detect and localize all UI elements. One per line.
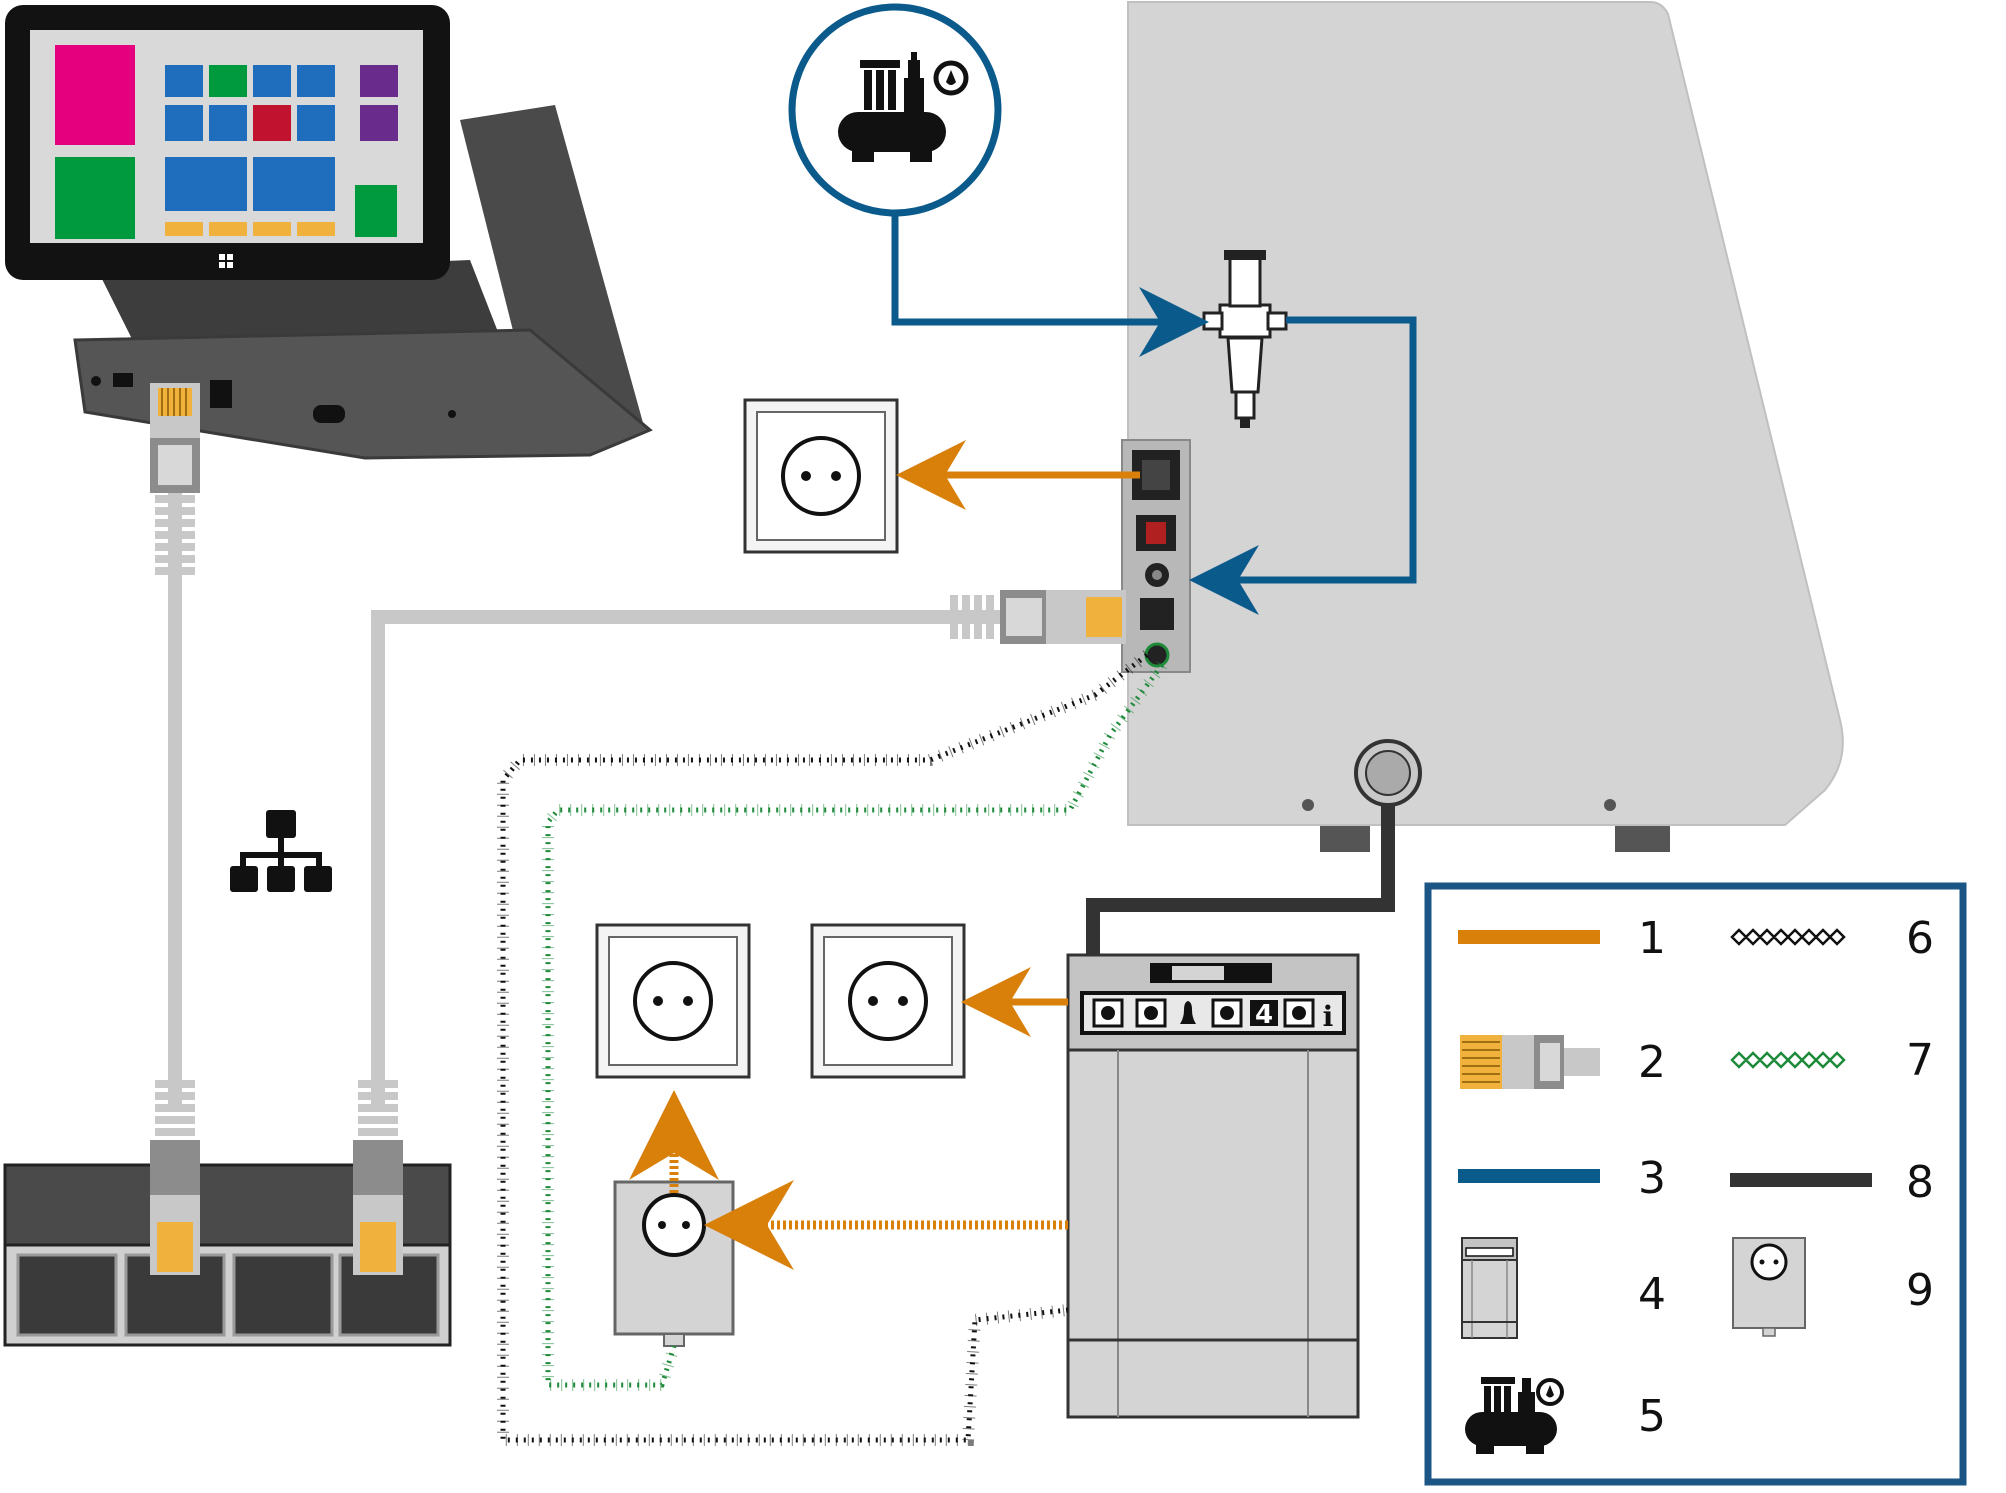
vacuum-unit-icon bbox=[1461, 1237, 1518, 1339]
power-lines bbox=[629, 440, 1140, 1270]
legend-number-2: 2 bbox=[1638, 1037, 1666, 1088]
vacuum-display-digit: 4 bbox=[1255, 1000, 1273, 1030]
machine-foot bbox=[1615, 826, 1670, 852]
legend-number-9: 9 bbox=[1906, 1265, 1934, 1316]
network-cable-machine-switch bbox=[371, 610, 1000, 1110]
air-compressor-icon bbox=[838, 52, 969, 162]
legend-number-5: 5 bbox=[1638, 1391, 1666, 1442]
tablet-dock bbox=[5, 5, 653, 460]
vacuum-button[interactable] bbox=[1092, 998, 1315, 1028]
vacuum-display bbox=[1250, 1000, 1278, 1026]
machine-foot bbox=[1320, 826, 1370, 852]
legend: 1 2 3 4 bbox=[1424, 882, 1967, 1486]
black-signal-cable-icon bbox=[1730, 928, 1846, 946]
network-plug-machine bbox=[950, 590, 1126, 644]
vacuum-unit: 4 i bbox=[1066, 953, 1360, 1419]
compressor-callout bbox=[788, 3, 1002, 217]
info-icon: i bbox=[1323, 1000, 1334, 1033]
legend-number-6: 6 bbox=[1906, 913, 1934, 964]
wall-socket-top bbox=[743, 398, 899, 554]
vacuum-hose bbox=[1086, 805, 1395, 955]
signal-port[interactable] bbox=[1144, 642, 1170, 668]
plug-adapter-icon bbox=[1732, 1237, 1806, 1337]
dock-stand bbox=[460, 105, 645, 438]
network-plug-switch-left bbox=[150, 1080, 200, 1275]
bell-icon bbox=[1180, 1001, 1196, 1024]
green-signal-cable-icon bbox=[1730, 1051, 1846, 1069]
network-cables bbox=[168, 480, 1000, 1110]
wall-socket-left bbox=[595, 923, 751, 1079]
air-filter-regulator bbox=[1202, 250, 1288, 428]
air-line-filter-to-machine bbox=[1189, 316, 1417, 615]
network-plug-switch-right bbox=[353, 1080, 403, 1275]
air-compressor-icon bbox=[1465, 1377, 1564, 1454]
windows-logo-icon bbox=[219, 254, 233, 268]
legend-number-7: 7 bbox=[1906, 1035, 1934, 1086]
network-plug-icon bbox=[1460, 1035, 1600, 1089]
dock-port bbox=[210, 380, 232, 408]
air-lines bbox=[891, 215, 1417, 615]
air-line-compressor-to-filter bbox=[891, 215, 1209, 357]
legend-number-8: 8 bbox=[1906, 1157, 1934, 1208]
legend-number-3: 3 bbox=[1638, 1153, 1666, 1204]
network-plug-dock bbox=[150, 383, 200, 575]
switch-port[interactable] bbox=[16, 1253, 440, 1337]
main-machine bbox=[1121, 1, 1844, 852]
plug-adapter bbox=[613, 1180, 735, 1347]
network-topology-icon bbox=[230, 810, 332, 892]
dock-usb-port bbox=[113, 373, 133, 387]
network-port[interactable] bbox=[1140, 598, 1174, 630]
wall-socket-right bbox=[810, 923, 966, 1079]
legend-number-1: 1 bbox=[1638, 913, 1666, 964]
dock-base bbox=[73, 328, 653, 460]
legend-number-4: 4 bbox=[1638, 1269, 1666, 1320]
